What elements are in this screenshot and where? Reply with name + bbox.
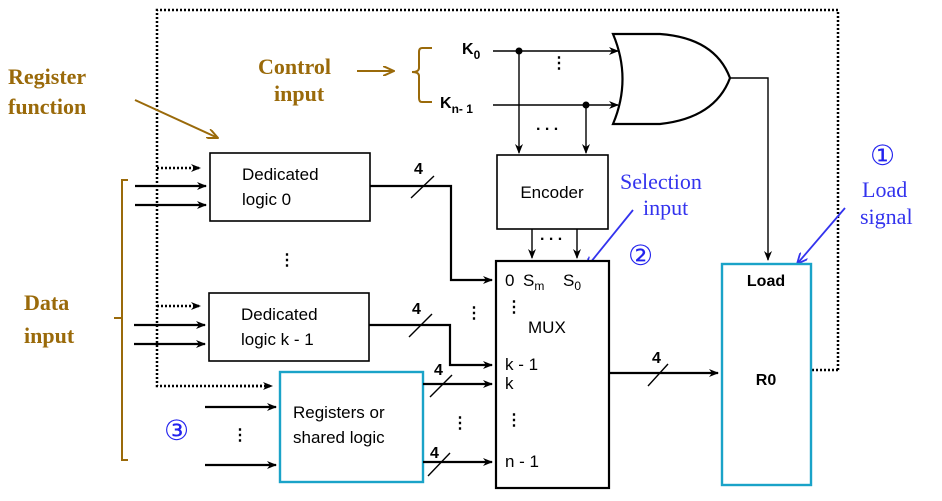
- dedicated-logic-k-1-output-bus: [369, 323, 493, 369]
- dedicated-logic-k-1-label-line1: Dedicated: [241, 305, 318, 324]
- mux-title: MUX: [528, 318, 566, 337]
- control-input-label-line1: Control: [258, 54, 331, 79]
- shared-logic-bus-k-width: 4: [434, 362, 443, 379]
- dedicated-logic-k-1-label-line2: logic k - 1: [241, 330, 314, 349]
- mux-select-s0-label: S0: [563, 271, 581, 293]
- shared-logic-bus-k-slash: [429, 374, 453, 398]
- shared-logic-label-line1: Registers or: [293, 403, 385, 422]
- load-signal-label-line1: Load: [862, 177, 907, 202]
- encoder-block: [496, 154, 609, 230]
- register-r0: [720, 262, 813, 487]
- encoder-label: Encoder: [520, 183, 584, 202]
- selection-input-arrow: [586, 209, 634, 268]
- marker-2: ②: [628, 239, 653, 272]
- mux-select-sm-label: Sm: [523, 271, 544, 293]
- dedicated-logic-0-bus-slash: [410, 175, 435, 199]
- dedicated-logic-0-label-line1: Dedicated: [242, 165, 319, 184]
- mux-block: [494, 259, 611, 490]
- mux-input-0-label: 0: [505, 271, 514, 290]
- register-load-label: Load: [747, 273, 785, 290]
- data-input-label-line2: input: [24, 323, 75, 348]
- encoder-inputs-ellipsis: . . .: [536, 117, 558, 134]
- load-signal-wire: [730, 77, 772, 261]
- dedicated-logic-vertical-dots: ⋮: [279, 252, 295, 269]
- dedicated-logic-0-label-line2: logic 0: [242, 190, 291, 209]
- encoder-outputs-ellipsis: . . .: [540, 227, 562, 244]
- dedicated-logic-0-block: [209, 152, 371, 222]
- data-input-brace: [114, 179, 128, 461]
- or-inputs-vertical-dots: ⋮: [551, 55, 567, 72]
- load-signal-arrow: [797, 207, 846, 264]
- marker-3: ③: [164, 414, 189, 447]
- dedicated-logic-k-1-block: [208, 292, 370, 362]
- shared-logic-bus-n-1-slash: [427, 452, 451, 477]
- marker-1: ①: [870, 139, 895, 172]
- mux-input-lower-dots: ⋮: [452, 415, 468, 432]
- control-input-brace: [411, 47, 432, 103]
- shared-logic-label-line2: shared logic: [293, 428, 385, 447]
- kn1-label: Kn- 1: [440, 95, 473, 116]
- mux-input-n-1-label: n - 1: [505, 452, 539, 471]
- dedicated-logic-0-bus-width: 4: [414, 161, 423, 178]
- register-function-label-line1: Register: [8, 64, 86, 89]
- register-function-arrow: [134, 99, 218, 138]
- mux-upper-dots: ⋮: [506, 299, 522, 316]
- shared-logic-input-dots: ⋮: [232, 427, 248, 444]
- dedicated-logic-0-output-bus: [370, 184, 493, 284]
- mux-output-bus-slash: [647, 363, 669, 387]
- data-input-label-line1: Data: [24, 290, 69, 315]
- selection-input-label-line2: input: [643, 195, 688, 220]
- k0-label: K0: [462, 41, 481, 62]
- shared-logic-bus-n-1-width: 4: [430, 445, 439, 462]
- feedback-loop-wire: [155, 8, 840, 388]
- mux-input-k-label: k: [505, 374, 514, 393]
- register-function-label-line2: function: [8, 94, 86, 119]
- load-signal-label-line2: signal: [860, 204, 913, 229]
- mux-input-upper-dots: ⋮: [466, 305, 482, 322]
- dedicated-logic-k-1-bus-slash: [408, 313, 433, 338]
- shared-logic-block: [278, 370, 425, 484]
- register-name-label: R0: [756, 372, 777, 389]
- or-gate: [611, 32, 732, 126]
- selection-input-label-line1: Selection: [620, 169, 702, 194]
- dedicated-logic-k-1-bus-width: 4: [412, 301, 421, 318]
- mux-output-bus-width: 4: [652, 350, 661, 367]
- mux-lower-dots: ⋮: [506, 412, 522, 429]
- control-input-label-line2: input: [274, 81, 325, 106]
- mux-input-k-1-label: k - 1: [505, 355, 538, 374]
